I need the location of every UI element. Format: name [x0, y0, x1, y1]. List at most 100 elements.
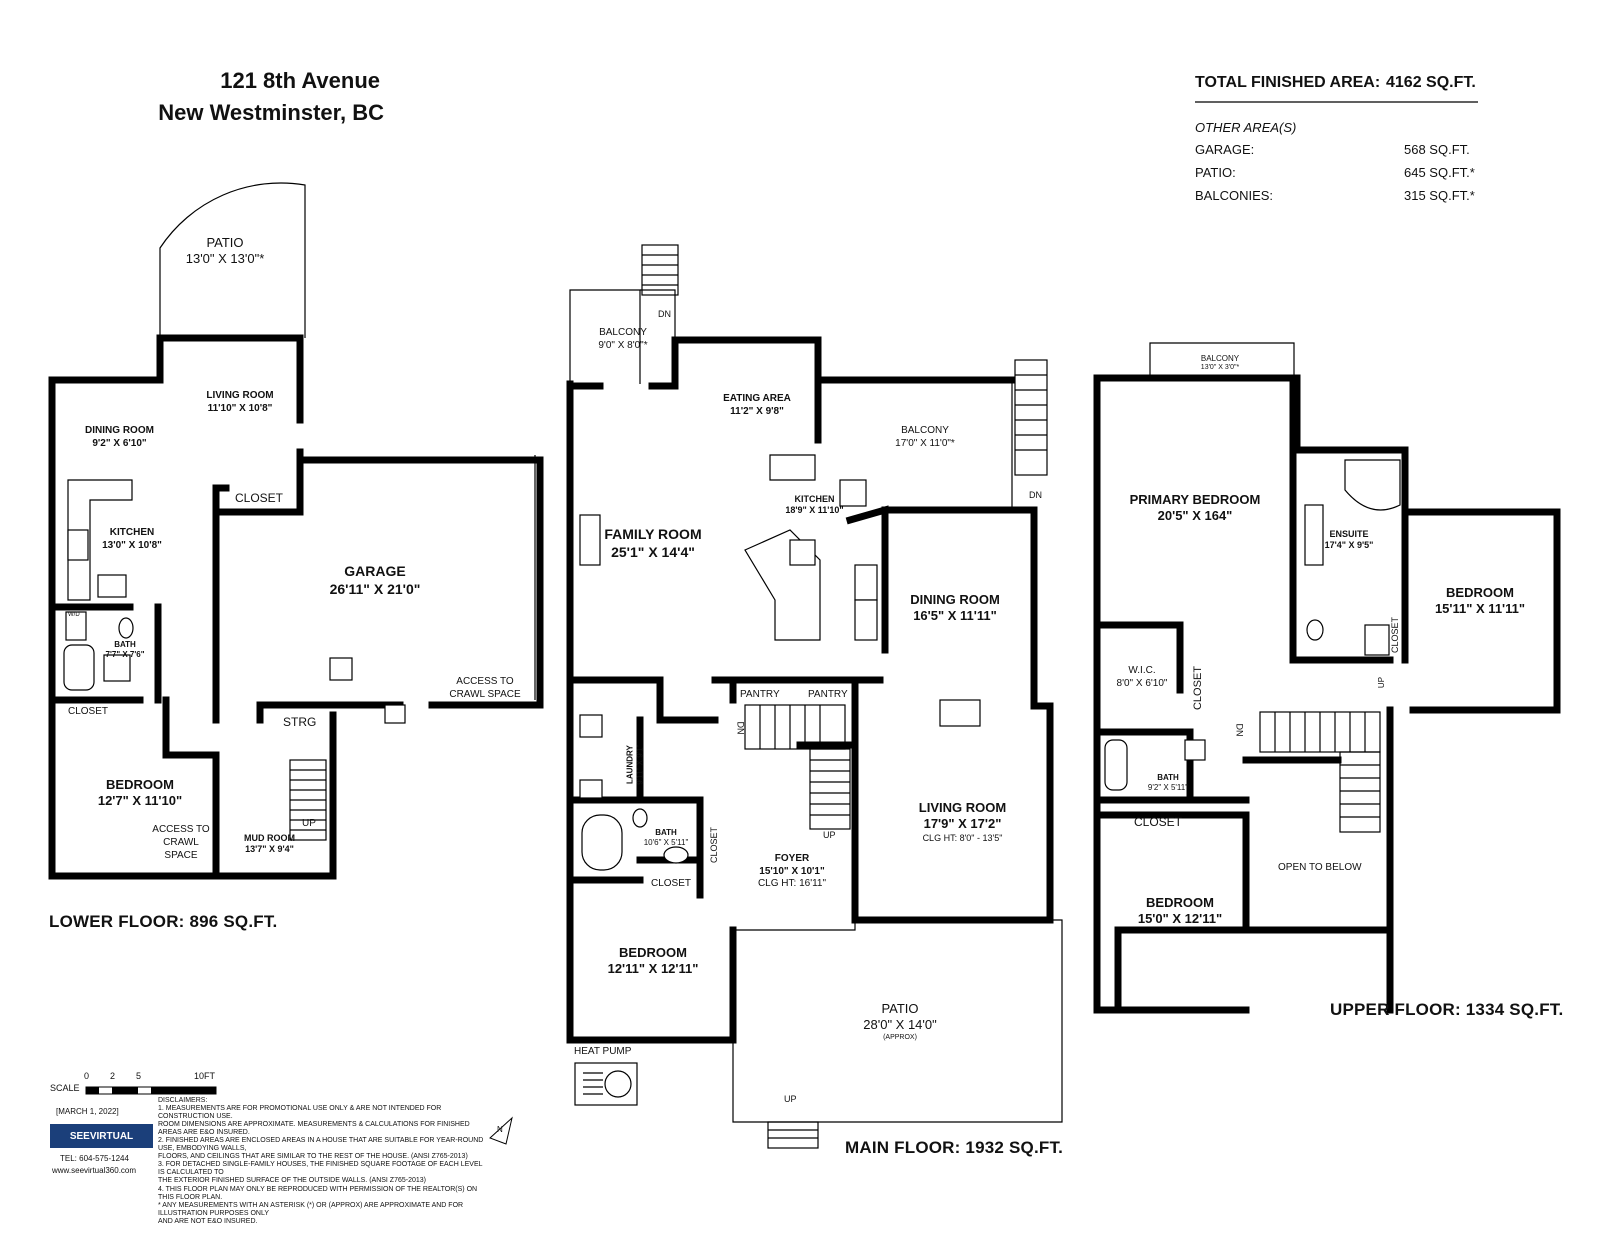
- main-bedroom-label: BEDROOM 12'11" X 12'11": [607, 945, 699, 977]
- mud-room-label: MUD ROOM 13'7" X 9'4": [244, 833, 295, 855]
- lower-toilet-icon: [118, 617, 134, 639]
- scale-tick-0: 0: [84, 1071, 90, 1081]
- lower-tub-icon: [63, 644, 95, 691]
- total-area-label: TOTAL FINISHED AREA:: [1195, 74, 1381, 91]
- garage-label: GARAGE 26'11" X 21'0": [329, 563, 421, 597]
- upper-sink-icon: [1184, 739, 1206, 761]
- scale-tick-10: 10FT: [194, 1071, 216, 1081]
- phone-number: TEL: 604-575-1244: [60, 1154, 129, 1163]
- main-closet-1-label: CLOSET: [709, 826, 720, 864]
- main-dn-1-label: DN: [658, 309, 671, 319]
- scale-label: SCALE: [50, 1083, 80, 1093]
- patio-step-up-label: UP: [784, 1094, 797, 1104]
- cooktop-icon: [789, 539, 816, 566]
- garage-sink-icon: [384, 704, 406, 724]
- washer-icon: [579, 714, 603, 738]
- disclaimer-line: FLOORS, AND CEILINGS THAT ARE SIMILAR TO…: [158, 1153, 468, 1161]
- garage-utility-icon: [329, 657, 353, 681]
- north-arrow-icon: [489, 1116, 513, 1145]
- lower-crawl-access-2: ACCESS TO CRAWL SPACE: [449, 676, 521, 700]
- main-dining-room-label: DINING ROOM 16'5" X 11'11": [910, 592, 1000, 624]
- disclaimers-block: DISCLAIMERS: 1. MEASUREMENTS ARE FOR PRO…: [158, 1097, 488, 1226]
- main-tub-icon: [581, 814, 623, 871]
- main-stair-up-label: UP: [823, 830, 836, 840]
- upper-dn-label: DN: [1234, 723, 1245, 737]
- main-closet-2-label: CLOSET: [651, 878, 692, 889]
- lower-patio-label: PATIO 13'0" X 13'0"*: [185, 235, 265, 267]
- pantry-1-label: PANTRY: [740, 689, 780, 700]
- seevirtual-logo-text: SEEVIRTUAL: [69, 1130, 134, 1142]
- garage-area-value: 568 SQ.FT.: [1404, 142, 1470, 157]
- total-area-value: 4162 SQ.FT.: [1386, 74, 1476, 91]
- garage-area-label: GARAGE:: [1195, 142, 1255, 157]
- patio-area-label: PATIO:: [1195, 165, 1236, 180]
- heat-pump-label: HEAT PUMP: [574, 1046, 632, 1057]
- north-label: N: [497, 1125, 503, 1134]
- main-kitchen-sink-icon: [839, 479, 867, 507]
- family-room-label: FAMILY ROOM 25'1" X 14'4": [604, 526, 702, 560]
- main-floor-label: MAIN FLOOR: 1932 SQ.FT.: [845, 1138, 1064, 1157]
- upper-bath-label: BATH 9'2" X 5'11": [1147, 773, 1189, 792]
- eating-area-label: EATING AREA 11'2" X 9'8": [723, 393, 791, 417]
- kitchen-counter-top: [769, 454, 816, 481]
- lower-bath-label: BATH 7'7" X 7'6": [105, 640, 145, 659]
- disclaimer-line: THE EXTERIOR FINISHED SURFACE OF THE OUT…: [158, 1177, 426, 1185]
- plan-date: [MARCH 1, 2022]: [56, 1107, 119, 1116]
- balconies-area-label: BALCONIES:: [1195, 188, 1274, 203]
- main-bath-label: BATH 10'6" X 5'11": [643, 828, 689, 847]
- lower-closet-2-label: CLOSET: [68, 706, 109, 717]
- ensuite-tub-icon: [1344, 459, 1401, 511]
- main-balcony-2-label: BALCONY 17'0" X 11'0"*: [895, 425, 955, 449]
- address-line-1: 121 8th Avenue: [220, 68, 380, 93]
- lower-dining-room-label: DINING ROOM 9'2" X 6'10": [85, 425, 154, 449]
- lower-wd-box: [65, 611, 87, 641]
- open-to-below-label: OPEN TO BELOW: [1278, 862, 1362, 873]
- ensuite-vanity-icon: [1304, 504, 1324, 566]
- scale-tick-5: 5: [136, 1071, 142, 1081]
- upper-bedroom-1-label: BEDROOM 15'11" X 11'11": [1434, 585, 1526, 617]
- upper-closet-3-label: CLOSET: [1134, 815, 1183, 829]
- main-balcony-1-label: BALCONY 9'0" X 8'0"*: [598, 327, 648, 351]
- address-line-2: New Westminster, BC: [158, 100, 384, 125]
- main-balcony2-outline: [818, 379, 1013, 510]
- lower-kitchen-counter: [67, 479, 133, 601]
- scale-bar: [85, 1086, 217, 1095]
- upper-bedroom-2-label: BEDROOM 15'0" X 12'11": [1137, 895, 1223, 927]
- disclaimer-line: AND ARE NOT E&O INSURED.: [158, 1217, 258, 1225]
- heat-pump-icon: [574, 1062, 638, 1106]
- foyer-label: FOYER 15'10" X 10'1" CLG HT: 16'11": [757, 853, 827, 889]
- ensuite-toilet-icon: [1306, 619, 1324, 641]
- pantry-2-label: PANTRY: [808, 689, 848, 700]
- ensuite-sink-icon: [1364, 624, 1390, 656]
- main-living-room-label: LIVING ROOM 17'9" X 17'2" CLG HT: 8'0" -…: [918, 800, 1007, 843]
- upper-balcony-label: BALCONY 13'0" X 3'0"*: [1200, 354, 1240, 371]
- upper-closet-2-label: CLOSET: [1192, 665, 1205, 711]
- balconies-area-value: 315 SQ.FT.*: [1404, 188, 1475, 203]
- patio-steps: [767, 1121, 819, 1149]
- lower-patio-outline: [159, 182, 306, 338]
- lower-floor-walls: [48, 182, 544, 880]
- lower-bedroom-label: BEDROOM 12'7" X 11'10": [97, 777, 183, 809]
- patio-area-value: 645 SQ.FT.*: [1404, 165, 1475, 180]
- main-kitchen-label: KITCHEN 18'9" X 11'10": [785, 494, 844, 516]
- main-balcony2-stair: [1014, 359, 1048, 476]
- disclaimer-line: 3. FOR DETACHED SINGLE-FAMILY HOUSES, TH…: [158, 1161, 483, 1177]
- website: www.seevirtual360.com: [52, 1166, 137, 1175]
- laundry-label: LAUNDRY 9'11" X 9'1": [625, 744, 644, 785]
- primary-bedroom-label: PRIMARY BEDROOM 20'5" X 164": [1129, 492, 1261, 524]
- lower-floor-label: LOWER FLOOR: 896 SQ.FT.: [49, 912, 278, 931]
- lower-range-icon: [97, 574, 127, 598]
- lower-living-room-label: LIVING ROOM 11'10" X 10'8": [206, 390, 274, 414]
- fridge-icon: [854, 564, 878, 601]
- lower-wd-label: W/D: [68, 612, 80, 618]
- scale-tick-2: 2: [110, 1071, 116, 1081]
- upper-tub-icon: [1104, 739, 1128, 791]
- disclaimer-line: 4. THIS FLOOR PLAN MAY ONLY BE REPRODUCE…: [158, 1185, 478, 1201]
- other-areas-label: OTHER AREA(S): [1195, 120, 1297, 135]
- upper-closet-1-label: CLOSET: [1390, 616, 1401, 654]
- disclaimer-line: ROOM DIMENSIONS ARE APPROXIMATE. MEASURE…: [158, 1121, 470, 1137]
- lower-stairs: [289, 759, 327, 841]
- disclaimer-line: 2. FINISHED AREAS ARE ENCLOSED AREAS IN …: [158, 1137, 484, 1153]
- seevirtual-logo: SEEVIRTUAL: [50, 1124, 153, 1148]
- lower-kitchen-label: KITCHEN 13'0" X 10'8": [102, 527, 162, 551]
